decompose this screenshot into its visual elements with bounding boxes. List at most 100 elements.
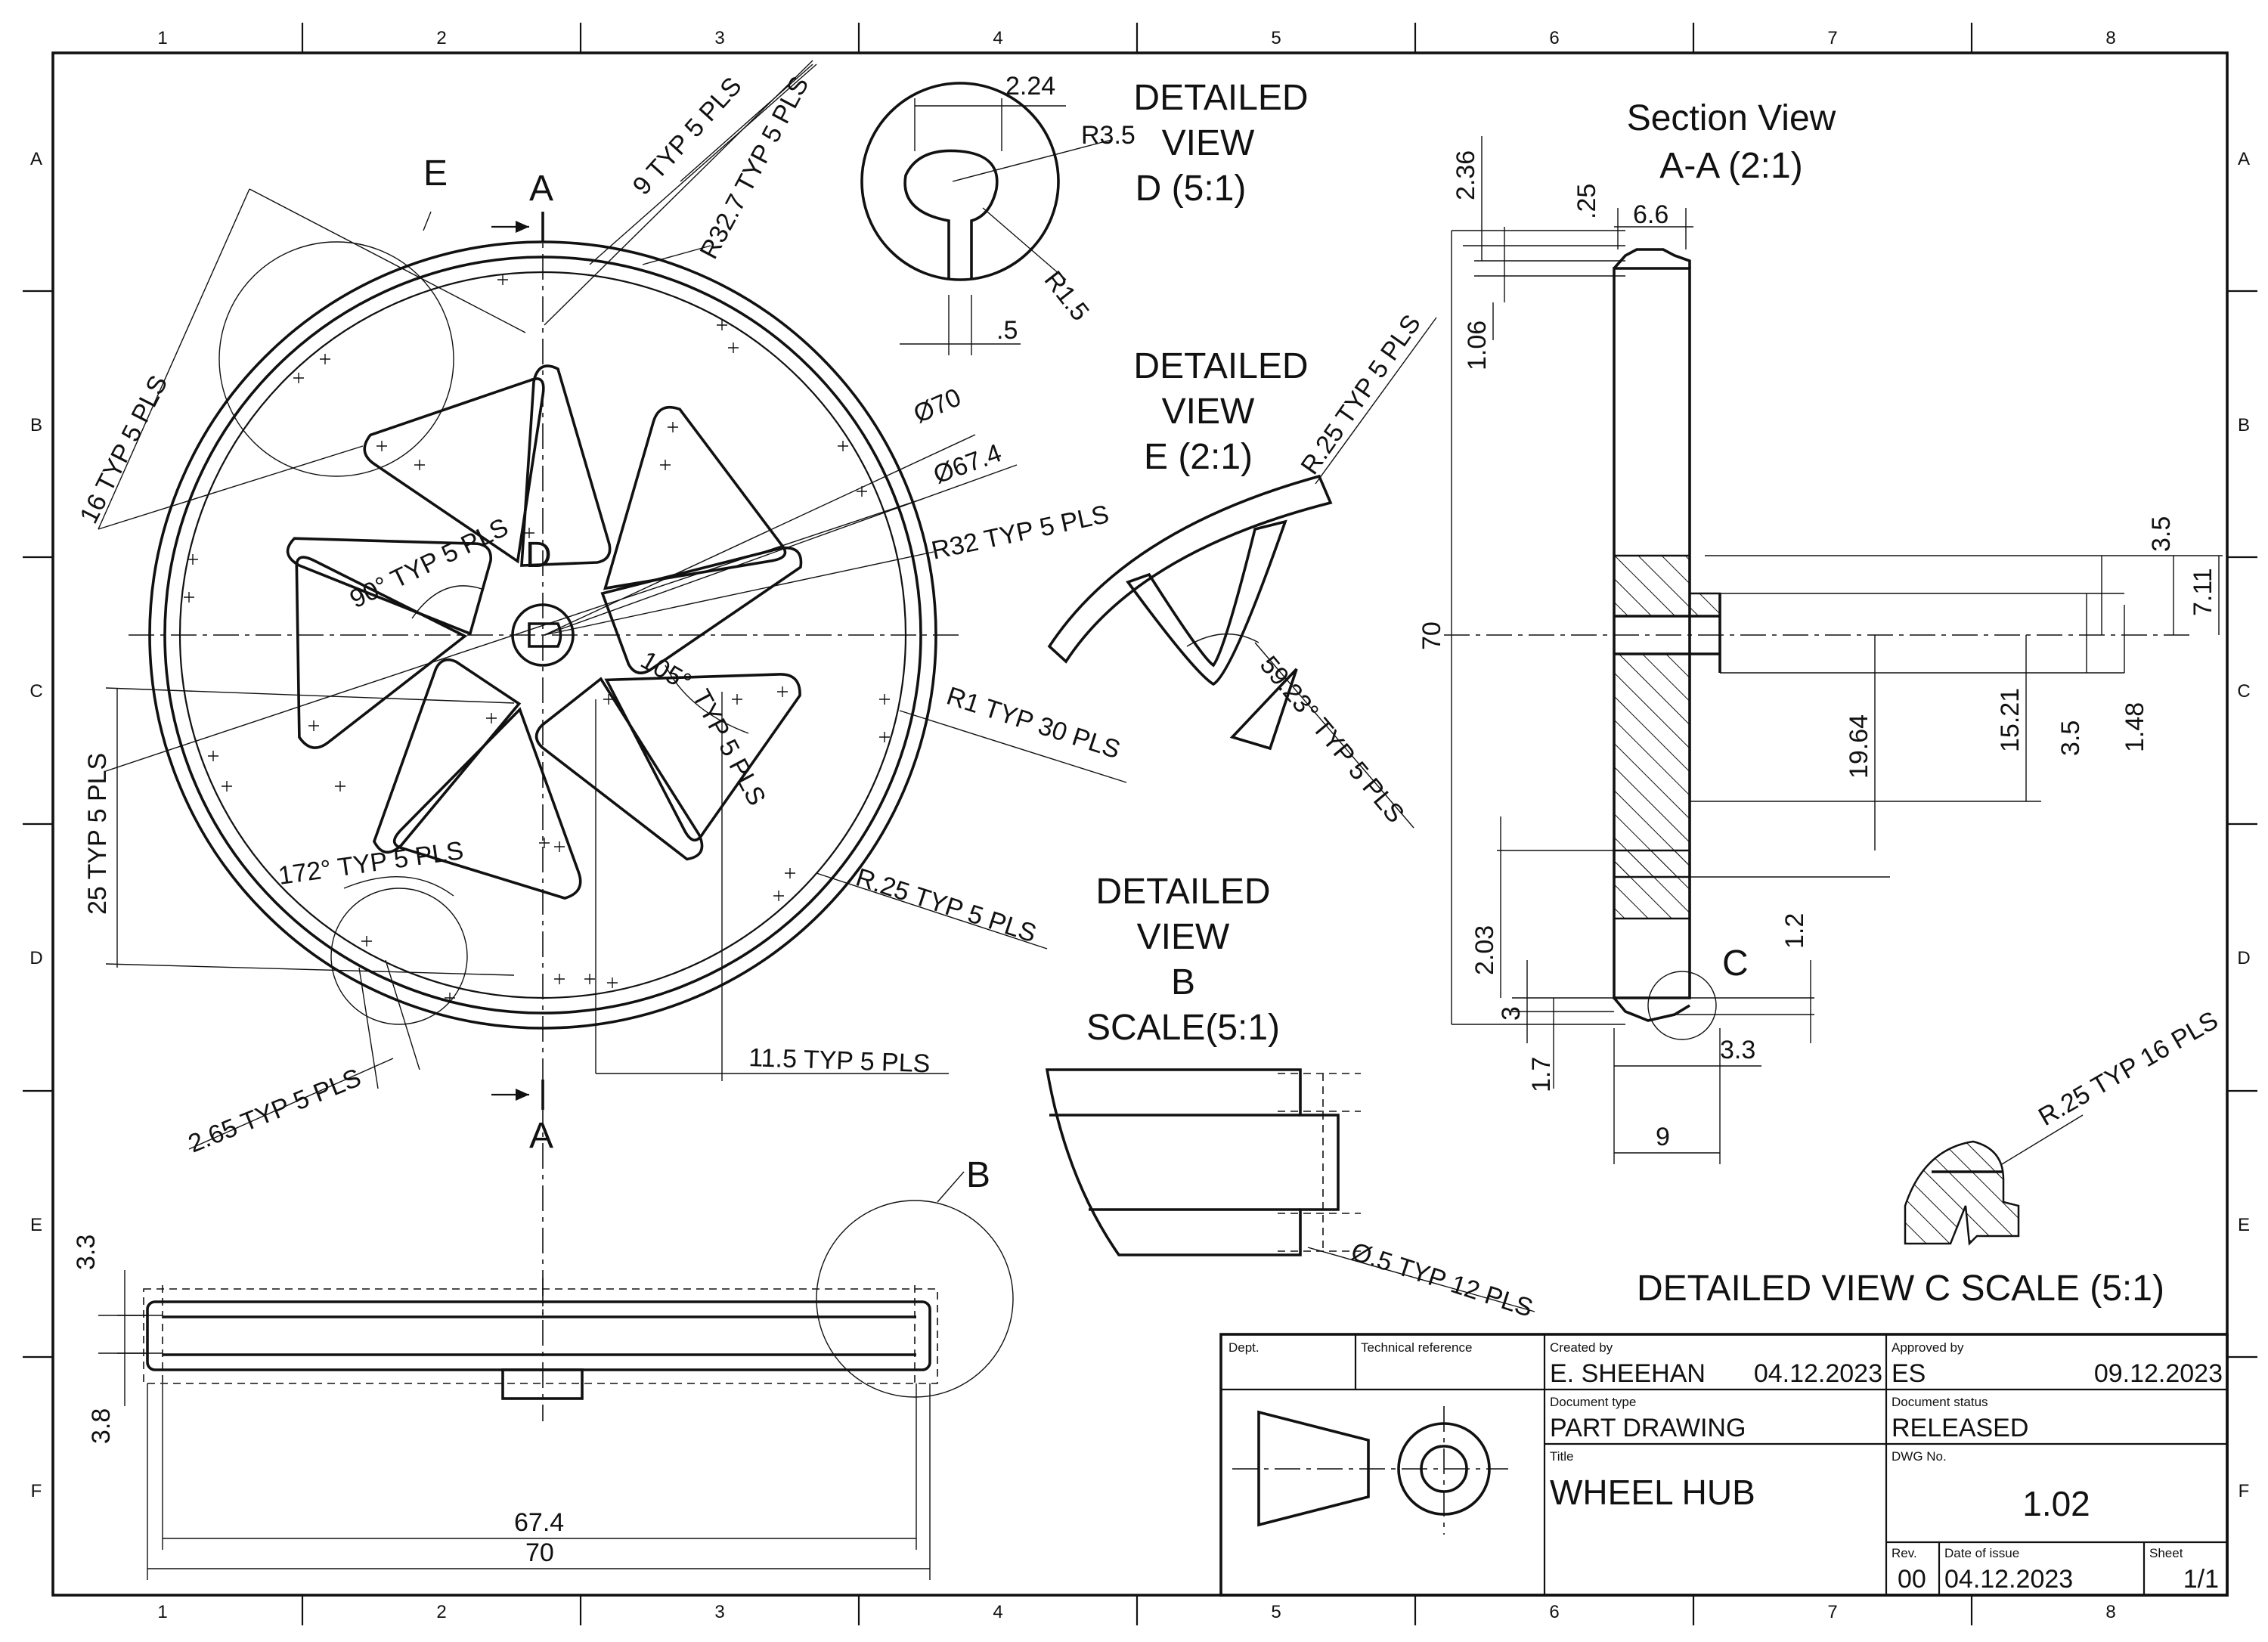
- marker-e: E: [423, 153, 448, 194]
- front-view: 9 TYP 5 PLS R32.7 TYP 5 PLS Ø70 Ø67.4 R3…: [74, 60, 1127, 1315]
- zone-col-3-top: 3: [714, 28, 724, 48]
- dim-front-2-65: 2.65 TYP 5 PLS: [184, 1063, 365, 1158]
- detail-view-d: 2.24 R3.5 R1.5 .5 DETAILED VIEW D (5:1): [860, 72, 1309, 355]
- construction-mark: [603, 694, 614, 705]
- dim-sec-6-6: 6.6: [1633, 200, 1668, 229]
- construction-mark: [320, 354, 330, 364]
- dim-d-0-5: .5: [996, 316, 1018, 345]
- tb-created-by-label: Created by: [1550, 1340, 1613, 1355]
- zone-row-a-left: A: [30, 149, 42, 169]
- tb-issue-date-label: Date of issue: [1944, 1546, 2019, 1560]
- zone-col-8-top: 8: [2105, 28, 2115, 48]
- construction-mark: [361, 936, 372, 946]
- marker-c: C: [1722, 943, 1749, 984]
- title-block: Dept. Technical reference Created by App…: [1219, 1333, 2229, 1597]
- tb-rev-label: Rev.: [1892, 1546, 1917, 1560]
- tb-created-by: E. SHEEHAN: [1550, 1359, 1706, 1388]
- construction-mark: [660, 460, 671, 470]
- marker-b: B: [966, 1155, 990, 1195]
- construction-mark: [187, 554, 198, 565]
- zone-col-4-bottom: 4: [993, 1602, 1002, 1622]
- zone-col-7-bottom: 7: [1827, 1602, 1837, 1622]
- construction-mark: [857, 486, 867, 497]
- construction-mark: [584, 974, 595, 984]
- zone-row-f-right: F: [2239, 1481, 2250, 1501]
- dim-d-r3-5: R3.5: [1081, 121, 1136, 150]
- construction-mark: [879, 694, 890, 705]
- zone-col-4-top: 4: [993, 28, 1002, 48]
- construction-mark: [785, 868, 795, 878]
- zone-row-a-right: A: [2238, 149, 2250, 169]
- zone-col-8-bottom: 8: [2105, 1602, 2115, 1622]
- zone-col-1-bottom: 1: [157, 1602, 167, 1622]
- dim-front-r-25: R.25 TYP 5 PLS: [853, 863, 1040, 948]
- dim-front-105-typ: TYP 5 PLS: [686, 685, 771, 810]
- zone-col-2-bottom: 2: [436, 1602, 446, 1622]
- construction-mark: [208, 751, 218, 761]
- section-title-line2: A-A (2:1): [1659, 146, 1802, 186]
- dim-sec-1-7: 1.7: [1527, 1057, 1556, 1092]
- construction-mark: [728, 342, 739, 353]
- construction-mark: [554, 841, 565, 852]
- zone-row-d-right: D: [2237, 948, 2250, 968]
- dim-sec-1-48: 1.48: [2121, 702, 2149, 752]
- dim-side-67-4: 67.4: [514, 1508, 564, 1537]
- construction-mark: [607, 977, 618, 988]
- construction-mark: [539, 838, 550, 848]
- projection-symbol: [1232, 1406, 1508, 1535]
- construction-mark: [308, 720, 319, 731]
- tb-title-label: Title: [1550, 1449, 1574, 1464]
- dim-sec-3: 3: [1497, 1006, 1526, 1021]
- tb-doc-type-label: Document type: [1550, 1395, 1636, 1409]
- tb-dept-label: Dept.: [1228, 1340, 1259, 1355]
- dim-sec-7-11: 7.11: [2189, 568, 2217, 616]
- section-view-aa: Section View A-A (2:1): [1418, 98, 2223, 1164]
- detail-d-title-line3: D (5:1): [1136, 169, 1247, 209]
- construction-mark: [732, 694, 742, 705]
- tb-doc-type: PART DRAWING: [1550, 1414, 1746, 1442]
- construction-mark: [524, 528, 534, 538]
- center-marks: [184, 274, 890, 1003]
- marker-a-bottom: A: [529, 1116, 553, 1156]
- dim-sec-3-3: 3.3: [1720, 1036, 1755, 1064]
- dim-d-r1-5: R1.5: [1039, 266, 1095, 327]
- detail-b-title-line1: DETAILED: [1095, 872, 1270, 912]
- detail-e-title-line2: VIEW: [1162, 392, 1255, 432]
- zone-col-5-bottom: 5: [1271, 1602, 1281, 1622]
- dim-sec-2-03: 2.03: [1470, 925, 1499, 975]
- marker-a-top: A: [529, 169, 553, 209]
- dim-side-3-3: 3.3: [72, 1235, 101, 1270]
- drawing-frame: 1 2 3 4 5 6 7 8 1 2 3 4 5 6 7 8 A B C D …: [23, 23, 2257, 1625]
- dim-sec-15-21: 15.21: [1996, 688, 2025, 752]
- zone-col-7-top: 7: [1827, 28, 1837, 48]
- construction-mark: [293, 373, 304, 383]
- dim-sec-9: 9: [1656, 1123, 1670, 1151]
- zone-row-d-left: D: [29, 948, 42, 968]
- tb-approved-by: ES: [1892, 1359, 1926, 1388]
- dim-front-dia-70: Ø70: [909, 383, 965, 429]
- dim-front-r32: R32 TYP 5 PLS: [929, 500, 1111, 565]
- zone-col-5-top: 5: [1271, 28, 1281, 48]
- construction-mark: [838, 441, 848, 451]
- dim-sec-3-5-upper: 3.5: [2147, 516, 2176, 552]
- zone-col-2-top: 2: [436, 28, 446, 48]
- tb-tech-ref-label: Technical reference: [1361, 1340, 1472, 1355]
- tb-approved-date: 09.12.2023: [2094, 1359, 2223, 1388]
- construction-mark: [668, 422, 678, 432]
- marker-d: D: [525, 535, 552, 575]
- construction-mark: [445, 993, 455, 1003]
- dim-front-25: 25 TYP 5 PLS: [83, 753, 112, 915]
- dim-sec-2-36: 2.36: [1452, 150, 1480, 200]
- tb-sheet-label: Sheet: [2149, 1546, 2183, 1560]
- dim-c-r-25: R.25 TYP 16 PLS: [2034, 1005, 2223, 1131]
- tb-rev: 00: [1898, 1565, 1926, 1594]
- tb-created-date: 04.12.2023: [1754, 1359, 1882, 1388]
- zone-row-b-left: B: [30, 415, 42, 435]
- dim-d-2-24: 2.24: [1005, 72, 1055, 101]
- dim-sec-1-2: 1.2: [1780, 913, 1809, 949]
- detail-view-b: Ø.5 TYP 12 PLS DETAILED VIEW B SCALE(5:1…: [1045, 872, 1536, 1323]
- detail-e-title-line1: DETAILED: [1133, 346, 1308, 386]
- detail-e-title-line3: E (2:1): [1144, 437, 1253, 477]
- dim-front-9-typ: 9 TYP 5 PLS: [627, 72, 748, 201]
- detail-d-title-line2: VIEW: [1162, 123, 1255, 163]
